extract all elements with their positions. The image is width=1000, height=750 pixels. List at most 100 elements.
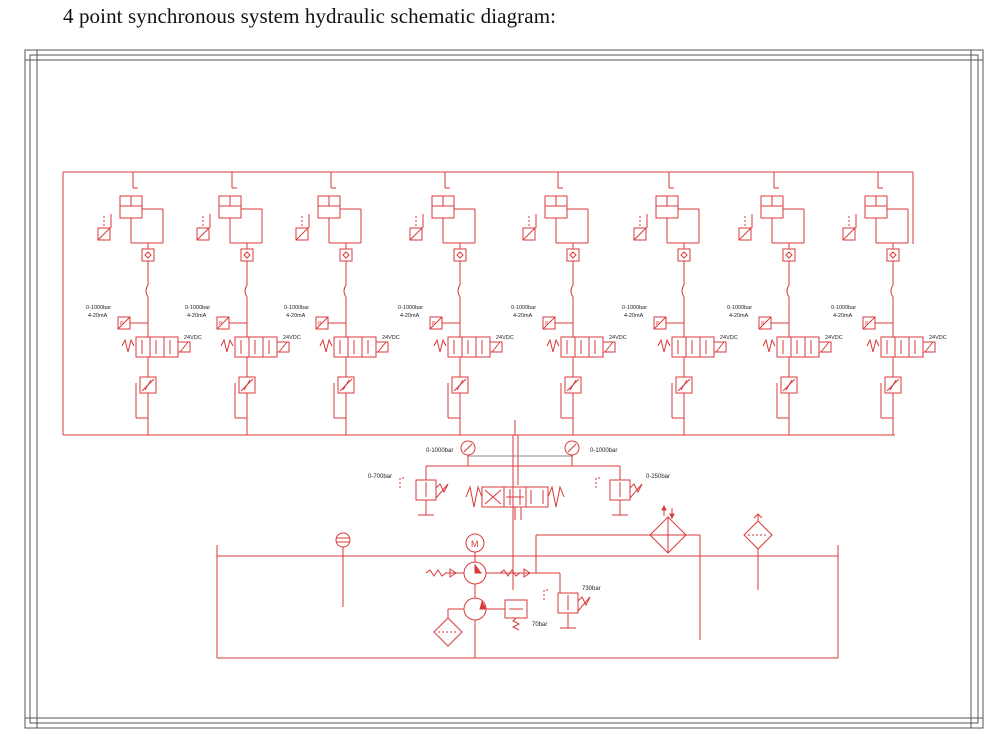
check-valve: [339, 248, 353, 262]
sensor-letter: P: [219, 321, 223, 327]
cylinder-body: [760, 205, 784, 219]
sensor-range-label: 0-1000bar: [86, 305, 111, 311]
valve-spring: [546, 338, 560, 353]
valve-block-1: [447, 336, 463, 358]
check-valve: [566, 248, 580, 262]
valve-block-3: [262, 336, 278, 358]
hydraulic-circuit: 0-1000bar 4-20mA 24VDC P 0-1000bar 4-20mA 24VD…: [62, 171, 947, 590]
position-sensor: [97, 227, 111, 241]
motor-pump-group: M: [425, 533, 540, 658]
cylinder-branches: 0-1000bar 4-20mA 24VDC P 0-1000bar 4-20mA 24VD…: [86, 172, 947, 435]
coil-voltage-label: 24VDC: [929, 335, 947, 341]
sensor-range-label: 0-1000bar: [185, 305, 210, 311]
sensor-signal-label: 4-20mA: [729, 313, 749, 319]
branch-1: 0-1000bar 4-20mA 24VDC P: [86, 172, 202, 435]
valve-spring: [121, 338, 135, 353]
suction-filter: [433, 617, 463, 647]
sensor-signal-label: 4-20mA: [400, 313, 420, 319]
sensor-letter: P: [120, 321, 124, 327]
sensor-signal-label: 4-20mA: [88, 313, 108, 319]
reservoir: [216, 545, 839, 659]
position-sensor: [842, 227, 856, 241]
check-valve: [677, 248, 691, 262]
valve-block-1: [671, 336, 687, 358]
sensor-range-label: 0-1000bar: [284, 305, 309, 311]
cylinder-body: [431, 205, 455, 219]
valve-block-3: [699, 336, 715, 358]
valve-block-3: [163, 336, 179, 358]
sensor-signal-label: 4-20mA: [833, 313, 853, 319]
valve-block-3: [361, 336, 377, 358]
sensor-range-label: 0-1000bar: [622, 305, 647, 311]
relief-valve-right: 0-250bar: [595, 474, 670, 516]
sensor-letter: P: [865, 321, 869, 327]
relief-valve-left: 0-700bar: [368, 474, 449, 516]
check-valve: [141, 248, 155, 262]
sensor-signal-label: 4-20mA: [513, 313, 533, 319]
valve-block-2: [461, 336, 477, 358]
coil-voltage-label: 24VDC: [496, 335, 514, 341]
sensor-signal-label: 4-20mA: [624, 313, 644, 319]
check-valve: [240, 248, 254, 262]
position-sensor: [633, 227, 647, 241]
coil-voltage-label: 24VDC: [609, 335, 627, 341]
valve-block-3: [804, 336, 820, 358]
relief-left-label: 0-700bar: [368, 474, 392, 480]
sensor-signal-label: 4-20mA: [187, 313, 207, 319]
sensor-letter: P: [318, 321, 322, 327]
position-sensor: [295, 227, 309, 241]
pump-relief-valve: 730bar: [540, 572, 601, 629]
valve-block-2: [790, 336, 806, 358]
valve-block-1: [135, 336, 151, 358]
cylinder-body: [317, 205, 341, 219]
valve-block-2: [248, 336, 264, 358]
check-valve: [886, 248, 900, 262]
motor-label: M: [471, 539, 479, 549]
coil-voltage-label: 24VDC: [825, 335, 843, 341]
valve-spring: [220, 338, 234, 353]
sequence-label: 70bar: [532, 622, 547, 628]
valve-block-2: [149, 336, 165, 358]
cylinder-body: [864, 205, 888, 219]
valve-spring: [433, 338, 447, 353]
sensor-signal-label: 4-20mA: [286, 313, 306, 319]
branch-2: 0-1000bar 4-20mA 24VDC P: [185, 172, 301, 435]
pressure-gauge-left: 0-1000bar: [426, 440, 476, 466]
sensor-letter: P: [656, 321, 660, 327]
sensor-letter: P: [761, 321, 765, 327]
valve-spring: [319, 338, 333, 353]
heat-exchanger: [535, 504, 701, 640]
valve-block-3: [908, 336, 924, 358]
gauge-left-label: 0-1000bar: [426, 448, 453, 454]
drawing-frame: [24, 49, 984, 729]
coil-voltage-label: 24VDC: [382, 335, 400, 341]
cylinder-body: [544, 205, 568, 219]
valve-solenoid: [602, 341, 616, 353]
cylinder-body: [655, 205, 679, 219]
cylinder-body: [218, 205, 242, 219]
relief-right-label: 0-250bar: [646, 474, 670, 480]
coil-voltage-label: 24VDC: [184, 335, 202, 341]
valve-solenoid: [276, 341, 290, 353]
cylinder-body: [119, 205, 143, 219]
valve-block-2: [894, 336, 910, 358]
valve-spring: [762, 338, 776, 353]
valve-solenoid: [818, 341, 832, 353]
page-title: 4 point synchronous system hydraulic sch…: [63, 4, 557, 28]
valve-block-1: [776, 336, 792, 358]
sensor-range-label: 0-1000bar: [511, 305, 536, 311]
valve-solenoid: [375, 341, 389, 353]
valve-solenoid: [713, 341, 727, 353]
valve-solenoid: [177, 341, 191, 353]
check-valve: [782, 248, 796, 262]
sensor-letter: P: [432, 321, 436, 327]
valve-solenoid: [489, 341, 503, 353]
valve-block-2: [574, 336, 590, 358]
position-sensor: [196, 227, 210, 241]
pump-relief-label: 730bar: [582, 586, 601, 592]
